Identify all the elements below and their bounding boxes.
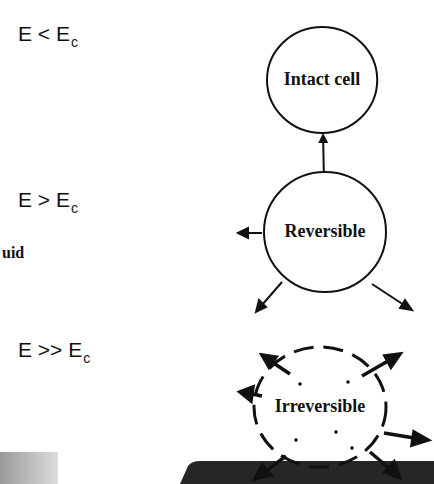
- reversible-cell: Reversible: [262, 170, 388, 294]
- cell-state: Irreversible: [275, 397, 366, 417]
- field-subscript: c: [71, 34, 78, 50]
- irreversible-arrows: [240, 354, 428, 479]
- intact-cell: Intact cell: [265, 25, 379, 135]
- field-label: E < Ec: [18, 22, 78, 46]
- irreversible-cell: Irreversible: [252, 345, 388, 469]
- bottom-bar: [180, 461, 434, 484]
- field-condition: E >> E: [18, 338, 82, 361]
- transition-arrow: [318, 133, 328, 172]
- field-subscript: c: [83, 350, 90, 366]
- field-label: E > Ec: [18, 188, 78, 212]
- cell-state: Intact cell: [284, 70, 360, 90]
- field-label: E >> Ec: [18, 338, 90, 362]
- field-label: uid: [2, 244, 24, 262]
- corner-shade: [0, 452, 58, 484]
- field-condition: E > E: [18, 188, 70, 211]
- field-condition: uid: [2, 244, 24, 261]
- field-condition: E < E: [18, 22, 70, 45]
- field-subscript: c: [71, 200, 78, 216]
- cell-state: Reversible: [285, 222, 366, 242]
